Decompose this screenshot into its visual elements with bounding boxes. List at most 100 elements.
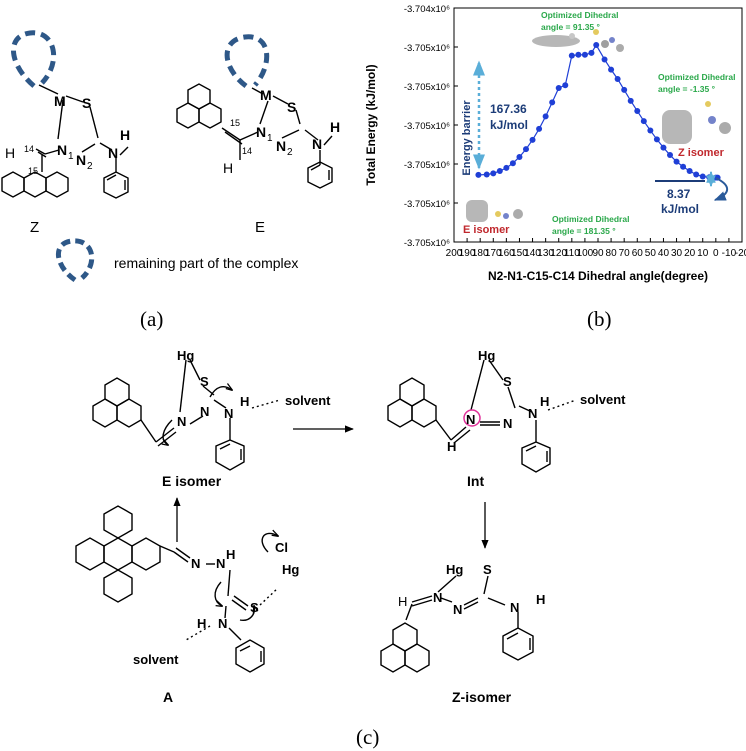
x-tick-label: 160: [498, 248, 515, 259]
e-sulfur: S: [287, 99, 296, 115]
data-point: [549, 99, 556, 106]
c-z-isomer-structure: [380, 575, 534, 673]
data-point: [509, 160, 516, 167]
remaining-complex-loop-e: [224, 34, 270, 88]
data-point: [581, 51, 588, 58]
delta-unit: kJ/mol: [661, 202, 699, 216]
opt-top-line2: angle = 91.35 °: [541, 22, 601, 32]
x-tick-label: 190: [459, 248, 476, 259]
c-z-n-a: N: [433, 590, 442, 605]
c-a-caption: A: [163, 689, 173, 705]
e-n2-sub: 2: [287, 147, 293, 158]
data-point: [686, 168, 693, 175]
y-tick-label: -3.705x10⁶: [404, 43, 450, 54]
e-metal: M: [260, 87, 272, 103]
c-int-s: S: [503, 374, 512, 389]
z-isomer-label: Z isomer: [678, 147, 725, 159]
z-h: H: [5, 145, 15, 161]
c-a-n-a: N: [191, 556, 200, 571]
y-tick-label: -3.705x10⁶: [404, 160, 450, 171]
x-tick-label: 60: [632, 248, 644, 259]
data-point: [699, 173, 706, 180]
panel-b-label: (b): [587, 307, 612, 331]
x-tick-label: 150: [511, 248, 528, 259]
z-n2: N: [76, 152, 86, 168]
data-point: [496, 168, 503, 175]
panel-c-label: (c): [356, 725, 379, 749]
x-tick-label: 180: [472, 248, 489, 259]
x-tick-label: 110: [564, 248, 580, 259]
data-point: [475, 171, 482, 178]
c-int-solvent: solvent: [580, 392, 626, 407]
data-point: [627, 97, 634, 104]
panel-b: -3.704x10⁶ -3.705x10⁶ -3.705x10⁶ -3.705x10⁶…: [364, 4, 746, 331]
c-int-n-a: N: [466, 412, 475, 427]
data-point: [516, 153, 523, 160]
e-nh-h: H: [330, 119, 340, 135]
x-tick-label: 70: [619, 248, 631, 259]
c-e-n-c: N: [224, 406, 233, 421]
z-nh-h: H: [120, 127, 130, 143]
data-point: [621, 86, 628, 93]
data-point: [490, 170, 497, 177]
energy-barrier-annotation: Energy barrier 167.36 kJ/mol: [461, 60, 528, 176]
y-axis-ticks: -3.704x10⁶ -3.705x10⁶ -3.705x10⁶ -3.705x10⁶…: [404, 4, 458, 249]
opt-right-line2: angle = -1.35 °: [658, 84, 716, 94]
z-c15: 15: [28, 166, 38, 176]
y-tick-label: -3.705x10⁶: [404, 121, 450, 132]
x-tick-label: 50: [645, 248, 657, 259]
opt-bottom-line1: Optimized Dihedral: [552, 214, 629, 224]
c-z-nh-h: H: [536, 592, 545, 607]
e-n1: N: [256, 124, 266, 140]
c-a-n-lower: N: [218, 616, 227, 631]
legend-loop-icon: [55, 238, 95, 283]
panel-a-label: (a): [140, 307, 163, 331]
c-e-n-b: N: [200, 404, 209, 419]
data-point: [634, 107, 641, 114]
y-tick-label: -3.705x10⁶: [404, 82, 450, 93]
z-caption: Z: [30, 219, 39, 236]
c-e-isomer-labels: Hg S N N N H solvent E isomer: [162, 348, 331, 489]
c-z-n-c: N: [510, 600, 519, 615]
e-n1-sub: 1: [267, 133, 273, 144]
e-structure: [176, 34, 333, 189]
z-n1: N: [57, 142, 67, 158]
c-int-n-c: N: [528, 406, 537, 421]
x-tick-label: 0: [713, 248, 719, 259]
data-point: [647, 127, 654, 134]
data-point: [614, 75, 621, 82]
x-tick-label: 100: [577, 248, 594, 259]
optimized-labels: Optimized Dihedral angle = 91.35 ° Optim…: [541, 10, 735, 236]
c-z-h: H: [398, 594, 407, 609]
data-point: [653, 136, 660, 143]
x-axis-label: N2-N1-C15-C14 Dihedral angle(degree): [488, 269, 708, 283]
molecule-thumb-right: [662, 101, 731, 144]
e-atom-labels: M S N 1 N 2 N H H 14 15 E: [223, 87, 340, 236]
x-tick-label: 120: [550, 248, 567, 259]
delta-curved-arrow: [713, 177, 729, 201]
x-tick-label: 30: [671, 248, 683, 259]
data-point: [693, 171, 700, 178]
c-int-hg: Hg: [478, 348, 495, 363]
c-int-labels: Hg S N N N H H solvent Int: [447, 348, 626, 489]
c-a-nh-h: H: [226, 547, 235, 562]
c-int-structure: [387, 359, 577, 473]
data-point: [588, 49, 595, 56]
z-metal: M: [54, 93, 66, 109]
data-point: [503, 164, 510, 171]
c-a-cl: Cl: [275, 540, 288, 555]
opt-top-line1: Optimized Dihedral: [541, 10, 618, 20]
x-tick-label: 40: [658, 248, 670, 259]
e-h: H: [223, 160, 233, 176]
x-tick-label: -10: [722, 248, 737, 259]
x-tick-label: 140: [524, 248, 541, 259]
panel-c: Hg S N N N H solvent E isomer: [75, 348, 626, 749]
z-atom-labels: M S N 1 N 2 N H H 14 15 Z: [5, 93, 130, 236]
c-z-caption: Z-isomer: [452, 689, 512, 705]
e-n2: N: [276, 138, 286, 154]
y-tick-label: -3.704x10⁶: [404, 4, 450, 15]
c-z-s: S: [483, 562, 492, 577]
y-tick-label: -3.705x10⁶: [404, 238, 450, 249]
